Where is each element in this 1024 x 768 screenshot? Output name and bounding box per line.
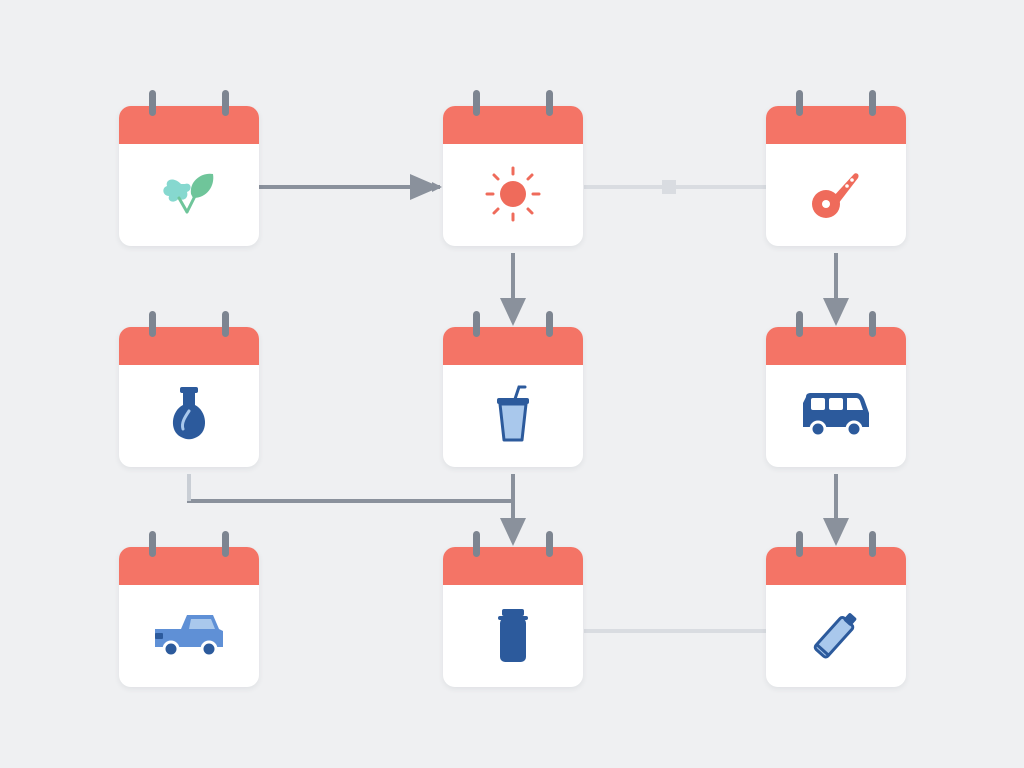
card-body (443, 327, 583, 467)
card-header (119, 327, 259, 365)
car-icon (151, 605, 227, 665)
tube-icon (806, 605, 866, 665)
sun-icon (483, 164, 543, 224)
binder-ring (149, 90, 156, 116)
flask-icon (159, 385, 219, 445)
binder-ring (546, 90, 553, 116)
binder-ring (473, 311, 480, 337)
card-header (119, 547, 259, 585)
card-body (119, 106, 259, 246)
card-header (443, 327, 583, 365)
binder-ring (796, 531, 803, 557)
edge-n2-n3-marker (662, 180, 676, 194)
van-icon (798, 385, 874, 445)
calendar-card-n9[interactable] (766, 531, 906, 687)
binder-ring (869, 531, 876, 557)
calendar-card-n6[interactable] (766, 311, 906, 467)
card-header (766, 547, 906, 585)
herb-leaves-icon (159, 164, 219, 224)
binder-ring (149, 311, 156, 337)
binder-ring (222, 531, 229, 557)
binder-ring (796, 311, 803, 337)
binder-ring (546, 531, 553, 557)
binder-ring (222, 311, 229, 337)
card-body (766, 106, 906, 246)
binder-ring (546, 311, 553, 337)
calendar-card-n2[interactable] (443, 90, 583, 246)
calendar-card-n5[interactable] (443, 311, 583, 467)
binder-ring (796, 90, 803, 116)
edge-n5-n8-arrowhead (500, 518, 526, 546)
calendar-card-n8[interactable] (443, 531, 583, 687)
binder-ring (473, 531, 480, 557)
card-header (119, 106, 259, 144)
jar-icon (483, 605, 543, 665)
calendar-card-n7[interactable] (119, 531, 259, 687)
binder-ring (149, 531, 156, 557)
edge-n4-n8 (187, 474, 513, 503)
binder-ring (222, 90, 229, 116)
calendar-card-n1[interactable] (119, 90, 259, 246)
card-header (443, 547, 583, 585)
card-header (766, 327, 906, 365)
calendar-card-n4[interactable] (119, 311, 259, 467)
calendar-card-n3[interactable] (766, 90, 906, 246)
card-header (443, 106, 583, 144)
edge-n1-n2-arrowhead (410, 174, 440, 200)
binder-ring (473, 90, 480, 116)
card-body (443, 106, 583, 246)
binder-ring (869, 90, 876, 116)
edge-n2-n5-arrowhead (500, 298, 526, 326)
card-header (766, 106, 906, 144)
edge-n6-n9-arrowhead (823, 518, 849, 546)
binder-ring (869, 311, 876, 337)
edge-n3-n6-arrowhead (823, 298, 849, 326)
pizza-cutter-icon (806, 164, 866, 224)
drink-cup-icon (483, 385, 543, 445)
card-body (766, 547, 906, 687)
